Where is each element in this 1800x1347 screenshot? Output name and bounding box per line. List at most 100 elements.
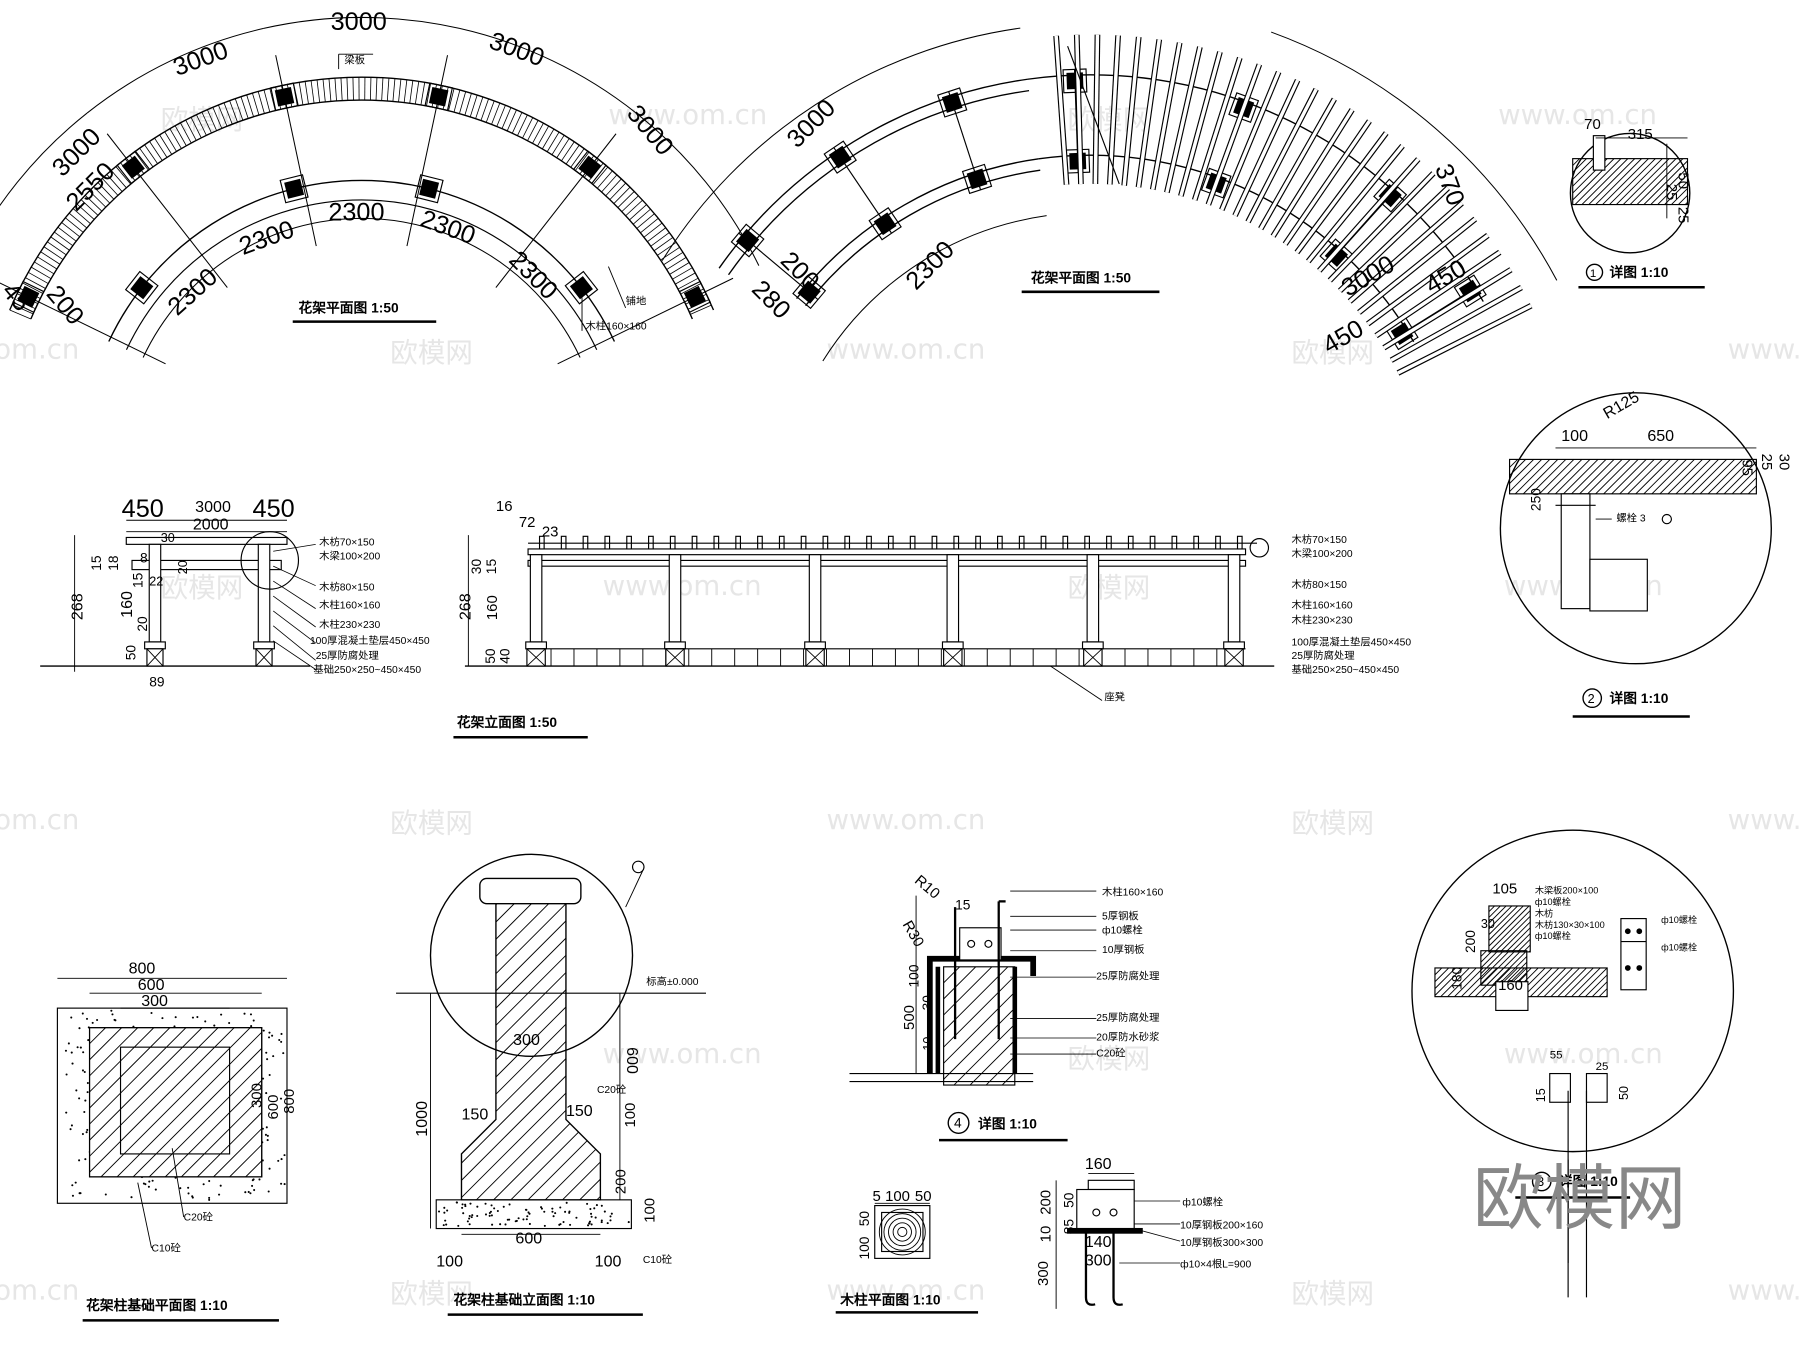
aggregate-dot bbox=[444, 1220, 446, 1222]
watermark-url: om.cn bbox=[0, 804, 79, 836]
detail-number: 1 bbox=[1590, 268, 1596, 280]
aggregate-dot bbox=[601, 1205, 603, 1207]
aggregate-dot bbox=[249, 1192, 251, 1194]
rafter-end bbox=[758, 536, 763, 549]
dim: 100 bbox=[1561, 427, 1588, 445]
beam-hatch bbox=[150, 141, 163, 160]
detail-callout-circle bbox=[1250, 539, 1268, 557]
detail-number: 2 bbox=[1588, 692, 1595, 706]
beam-hatch bbox=[393, 79, 395, 102]
dim: 200 bbox=[1463, 930, 1478, 953]
beam-hatch bbox=[629, 205, 646, 220]
waterproof-layer bbox=[930, 959, 1033, 1074]
aggregate-dot bbox=[150, 1012, 152, 1014]
drawing-title: 花架平面图 1:50 bbox=[298, 299, 399, 315]
beam-hatch bbox=[670, 263, 690, 275]
dim: 50 bbox=[483, 648, 498, 664]
beam-hatch bbox=[614, 187, 630, 203]
dim: 30 bbox=[1775, 454, 1792, 471]
aggregate-dot bbox=[526, 1215, 528, 1217]
aggregate-dot bbox=[589, 1208, 591, 1210]
detail-callout-marker bbox=[633, 861, 644, 872]
aggregate-dot bbox=[152, 1180, 154, 1182]
dim: 25 bbox=[1758, 454, 1775, 471]
rafter-end bbox=[1085, 536, 1090, 549]
beam-hatch bbox=[672, 268, 692, 280]
dim: 3000 bbox=[170, 36, 232, 82]
hatch-line bbox=[545, 855, 889, 1199]
aggregate-dot bbox=[204, 1020, 206, 1022]
dim: 25 bbox=[1674, 207, 1691, 224]
dim: 160 bbox=[484, 595, 501, 620]
beam-hatch bbox=[542, 129, 554, 149]
aggregate-dot bbox=[83, 1111, 85, 1113]
dim: 268 bbox=[457, 593, 475, 620]
aggregate-dot bbox=[192, 1197, 194, 1199]
aggregate-dot bbox=[253, 1189, 255, 1191]
aggregate-dot bbox=[78, 1159, 80, 1161]
aggregate-dot bbox=[604, 1211, 606, 1213]
aggregate-dot bbox=[559, 1206, 561, 1208]
beam-hatch bbox=[618, 191, 634, 207]
aggregate-dot bbox=[84, 1100, 86, 1102]
post bbox=[1593, 136, 1604, 170]
drawing-title: 木柱平面图 1:10 bbox=[839, 1291, 941, 1307]
rafter-end bbox=[910, 536, 915, 549]
dim: 600 bbox=[623, 1047, 641, 1074]
aggregate-dot bbox=[588, 1222, 590, 1224]
aggregate-dot bbox=[628, 1221, 630, 1223]
aggregate-dot bbox=[265, 1052, 267, 1054]
dim: 15 bbox=[1534, 1088, 1548, 1102]
dim: 2300 bbox=[236, 215, 298, 261]
drawing-title: 详图 1:10 bbox=[1609, 690, 1668, 706]
aggregate-dot bbox=[268, 1036, 270, 1038]
dim: 3000 bbox=[782, 94, 842, 154]
pergola-plan-2 bbox=[662, 28, 1557, 373]
note: 25厚防腐处理 bbox=[316, 649, 379, 662]
aggregate-dot bbox=[283, 1154, 285, 1156]
dim: 300 bbox=[1035, 1261, 1052, 1286]
aggregate-dot bbox=[251, 1185, 253, 1187]
rafter-end bbox=[1041, 536, 1046, 549]
rafter-end bbox=[998, 536, 1003, 549]
aggregate-dot bbox=[564, 1211, 566, 1213]
note: C20砼 bbox=[597, 1083, 627, 1096]
aggregate-dot bbox=[515, 1220, 517, 1222]
aggregate-dot bbox=[271, 1035, 273, 1037]
dim: R30 bbox=[899, 918, 927, 950]
beam-hatch bbox=[637, 214, 655, 229]
beam-hatch bbox=[1475, 459, 1783, 493]
rafter-end bbox=[889, 536, 894, 549]
aggregate-dot bbox=[267, 1139, 269, 1141]
hatch-lines bbox=[1527, 159, 1731, 205]
plinth bbox=[1224, 642, 1245, 649]
beam-lower bbox=[528, 560, 1245, 566]
watermark-cn: 欧模网 bbox=[390, 807, 473, 839]
cross-beam bbox=[949, 92, 981, 190]
drawing-title: 花架立面图 1:50 bbox=[457, 714, 558, 730]
plinth bbox=[145, 642, 166, 649]
hatch-line bbox=[825, 967, 943, 1085]
aggregate-dot bbox=[443, 1224, 445, 1226]
aggregate-dot bbox=[82, 1133, 84, 1135]
aggregate-dot bbox=[462, 1212, 464, 1214]
aggregate-dot bbox=[70, 1128, 72, 1130]
dim: 30 bbox=[920, 995, 935, 1011]
hatch-line bbox=[649, 855, 993, 1199]
note: 木柱160×160 bbox=[1102, 886, 1163, 899]
aggregate-dot bbox=[609, 1219, 611, 1221]
hatch-line bbox=[597, 855, 941, 1199]
watermark-cn: 欧模网 bbox=[1291, 807, 1374, 839]
dim: 2300 bbox=[504, 246, 564, 306]
aggregate-dot bbox=[489, 1215, 491, 1217]
aggregate-dot bbox=[469, 1203, 471, 1205]
note: 基础250×250~450×450 bbox=[1291, 663, 1399, 676]
note: ф10螺栓 bbox=[1535, 896, 1571, 907]
dim: 268 bbox=[69, 593, 87, 620]
dim: 600 bbox=[265, 1095, 282, 1120]
note: 木枋130×30×100 bbox=[1535, 919, 1605, 930]
note: C20砼 bbox=[1096, 1046, 1126, 1059]
watermark-url: www.om.cn bbox=[827, 333, 986, 365]
dim: 200 bbox=[1037, 1190, 1054, 1215]
aggregate-dot bbox=[65, 1112, 67, 1114]
